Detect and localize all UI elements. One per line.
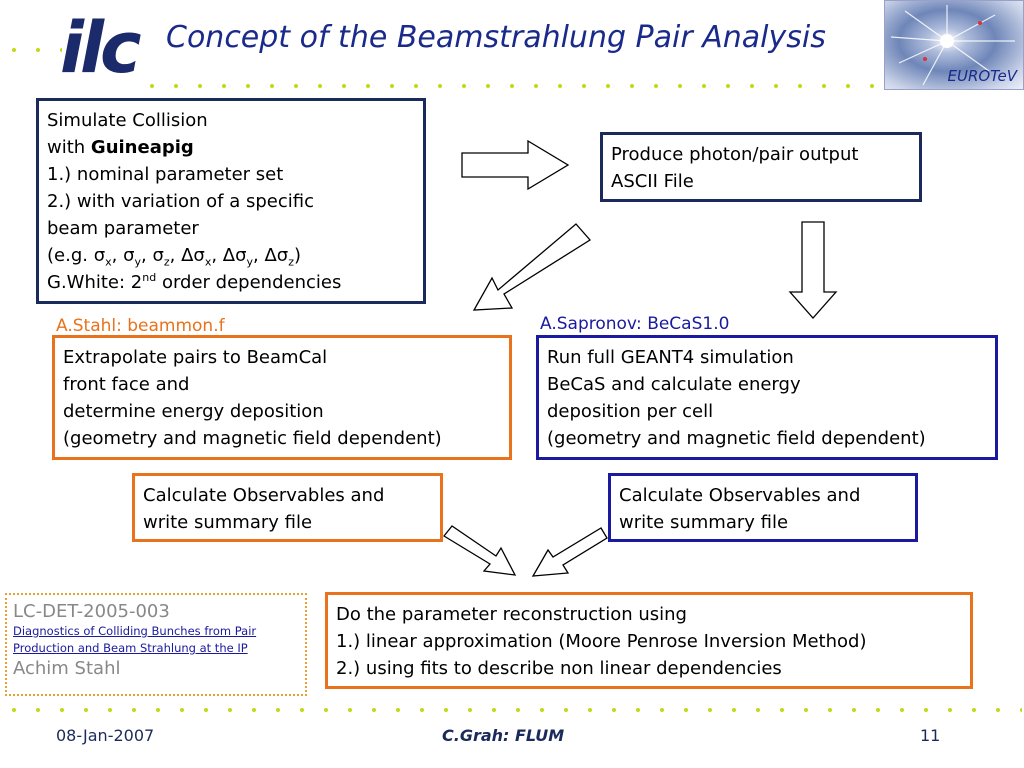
- reference-author: Achim Stahl: [13, 658, 121, 679]
- observables-right-box: Calculate Observables and write summary …: [608, 473, 918, 542]
- reference-link-line-1[interactable]: Diagnostics of Colliding Bunches from Pa…: [13, 624, 257, 638]
- footer-date: 08-Jan-2007: [56, 726, 155, 745]
- observables-right-line-1: Calculate Observables and: [619, 485, 861, 506]
- author-left: A.Stahl: beammon.f: [56, 316, 225, 336]
- starburst-icon: [890, 5, 1015, 86]
- reconstruction-line-2: 1.) linear approximation (Moore Penrose …: [336, 631, 867, 652]
- geant-line-2: BeCaS and calculate energy: [547, 374, 801, 395]
- header-dots-right: [140, 84, 884, 88]
- produce-line-1: Produce photon/pair output: [611, 144, 859, 165]
- geant-line-3: deposition per cell: [547, 401, 714, 422]
- reconstruction-box: Do the parameter reconstruction using 1.…: [325, 592, 973, 689]
- produce-output-box: Produce photon/pair output ASCII File: [600, 132, 922, 202]
- reference-box: LC-DET-2005-003 Diagnostics of Colliding…: [5, 593, 307, 696]
- arrow-diagonal-left: [472, 223, 591, 311]
- ilc-logo: ilc: [60, 7, 142, 89]
- observables-left-line-2: write summary file: [143, 512, 313, 533]
- extrapolate-line-3: determine energy deposition: [63, 401, 324, 422]
- extrapolate-line-4: (geometry and magnetic field dependent): [63, 428, 442, 449]
- arrow-down: [788, 221, 838, 319]
- header-dots-left: [2, 48, 62, 52]
- simulate-line-5: beam parameter: [47, 218, 199, 239]
- extrapolate-box: Extrapolate pairs to BeamCal front face …: [52, 335, 512, 460]
- extrapolate-line-1: Extrapolate pairs to BeamCal: [63, 347, 328, 368]
- arrow-converge-left: [443, 525, 517, 576]
- page-title: Concept of the Beamstrahlung Pair Analys…: [166, 20, 826, 55]
- simulate-line-6: (e.g. σx, σy, σz, Δσx, Δσy, Δσz): [47, 245, 301, 269]
- simulate-collision-box: Simulate Collision with Guineapig 1.) no…: [36, 98, 426, 304]
- observables-left-box: Calculate Observables and write summary …: [132, 473, 443, 542]
- geant-line-4: (geometry and magnetic field dependent): [547, 428, 926, 449]
- reference-code: LC-DET-2005-003: [13, 601, 170, 622]
- reconstruction-line-3: 2.) using fits to describe non linear de…: [336, 658, 782, 679]
- footer-presenter: C.Grah: FLUM: [442, 726, 565, 745]
- simulate-line-3: 1.) nominal parameter set: [47, 164, 284, 185]
- reconstruction-line-1: Do the parameter reconstruction using: [336, 604, 687, 625]
- arrow-right: [461, 139, 570, 191]
- geant-line-1: Run full GEANT4 simulation: [547, 347, 794, 368]
- produce-line-2: ASCII File: [611, 171, 694, 192]
- author-right: A.Sapronov: BeCaS1.0: [540, 314, 730, 334]
- simulate-line-7: G.White: 2nd order dependencies: [47, 271, 342, 293]
- arrow-converge-right: [531, 527, 608, 577]
- observables-left-line-1: Calculate Observables and: [143, 485, 385, 506]
- simulate-line-4: 2.) with variation of a specific: [47, 191, 314, 212]
- reference-link-line-2[interactable]: Production and Beam Strahlung at the IP: [13, 641, 248, 655]
- simulate-line-2: with Guineapig: [47, 137, 194, 158]
- observables-right-line-2: write summary file: [619, 512, 789, 533]
- footer-dots: [2, 708, 1022, 712]
- simulate-line-1: Simulate Collision: [47, 110, 208, 131]
- footer-page-number: 11: [920, 726, 941, 745]
- eurotev-label: EUROTeV: [947, 67, 1018, 85]
- geant-simulation-box: Run full GEANT4 simulation BeCaS and cal…: [536, 335, 998, 460]
- extrapolate-line-2: front face and: [63, 374, 190, 395]
